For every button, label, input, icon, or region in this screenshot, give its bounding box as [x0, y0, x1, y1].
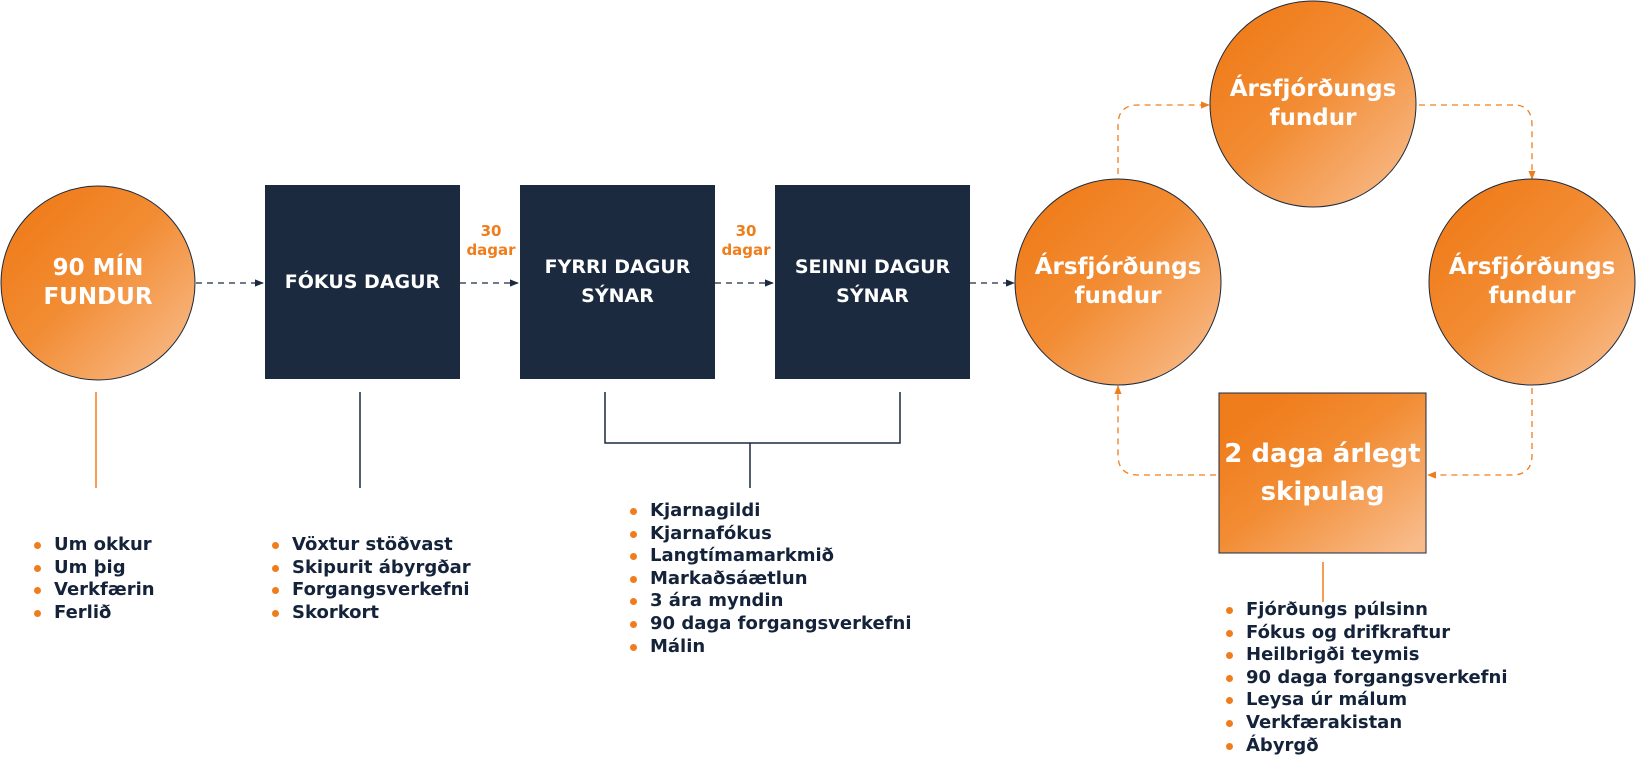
- list-item: Verkfærakistan: [1226, 712, 1508, 735]
- cycle-arrow-annual-to-left: [1114, 385, 1216, 476]
- label-line: FÓKUS DAGUR: [284, 270, 441, 293]
- list-item: Langtímamarkmið: [630, 545, 912, 568]
- label-quarterly-right: Ársfjórðungs fundur: [1429, 179, 1635, 385]
- label-line: SEINNI DAGUR: [794, 256, 951, 278]
- list-item: Kjarnafókus: [630, 523, 912, 546]
- list-item: Um þig: [34, 557, 155, 580]
- gap-label-30-days-1: 30 dagar: [461, 222, 521, 260]
- list-item: Skorkort: [272, 602, 471, 625]
- list-item: Vöxtur stöðvast: [272, 534, 471, 557]
- list-item: Markaðsáætlun: [630, 568, 912, 591]
- list-item: Fókus og drifkraftur: [1226, 622, 1508, 645]
- list-item: Kjarnagildi: [630, 500, 912, 523]
- label-line: Ársfjórðungs: [1034, 254, 1202, 280]
- cycle-arrow-top-to-right: [1419, 104, 1536, 180]
- label-line: fundur: [1074, 283, 1162, 309]
- label-line: Ársfjórðungs: [1229, 76, 1397, 102]
- label-line: Ársfjórðungs: [1448, 254, 1616, 280]
- label-vision-day-2: SEINNI DAGUR SÝNAR: [775, 185, 970, 379]
- label-quarterly-left: Ársfjórðungs fundur: [1015, 179, 1221, 385]
- list-item: 90 daga forgangsverkefni: [630, 613, 912, 636]
- list-item: Fjórðungs púlsinn: [1226, 599, 1508, 622]
- gap-unit: dagar: [721, 241, 771, 259]
- list-meeting-90: Um okkur Um þig Verkfærin Ferlið: [34, 534, 155, 624]
- label-line: 2 daga árlegt: [1224, 439, 1421, 469]
- circle-90-min-meeting: [0, 185, 196, 381]
- box-focus-day: [265, 185, 460, 379]
- list-vision-days: Kjarnagildi Kjarnafókus Langtímamarkmið …: [630, 500, 912, 658]
- list-item: Ferlið: [34, 602, 155, 625]
- list-item: Málin: [630, 636, 912, 659]
- label-line: SÝNAR: [581, 285, 654, 307]
- label-line: 90 MÍN: [52, 255, 144, 281]
- list-item: Ábyrgð: [1226, 735, 1508, 758]
- gap-number: 30: [480, 222, 502, 240]
- box-vision-day-1: [520, 185, 715, 379]
- label-line: FUNDUR: [43, 284, 153, 310]
- label-line: fundur: [1269, 105, 1357, 131]
- list-item: Skipurit ábyrgðar: [272, 557, 471, 580]
- list-item: 90 daga forgangsverkefni: [1226, 667, 1508, 690]
- label-line: FYRRI DAGUR: [544, 256, 691, 278]
- cycle-arrow-left-to-top: [1117, 101, 1210, 174]
- gap-unit: dagar: [466, 241, 516, 259]
- circle-quarterly-right: [1428, 178, 1636, 386]
- label-line: skipulag: [1260, 477, 1385, 507]
- cycle-arrow-right-to-annual: [1427, 388, 1533, 479]
- list-item: Forgangsverkefni: [272, 579, 471, 602]
- circle-quarterly-top: [1209, 0, 1417, 208]
- label-quarterly-top: Ársfjórðungs fundur: [1210, 1, 1416, 207]
- label-line: fundur: [1488, 283, 1576, 309]
- list-item: 3 ára myndin: [630, 590, 912, 613]
- label-annual-planning: 2 daga árlegt skipulag: [1219, 393, 1426, 553]
- list-quarterly: Fjórðungs púlsinn Fókus og drifkraftur H…: [1226, 599, 1508, 757]
- gap-label-30-days-2: 30 dagar: [716, 222, 776, 260]
- box-vision-day-2: [775, 185, 970, 379]
- bracket-vision-list: [604, 392, 901, 488]
- list-focus-day: Vöxtur stöðvast Skipurit ábyrgðar Forgan…: [272, 534, 471, 624]
- circle-quarterly-left: [1014, 178, 1222, 386]
- box-annual-planning: [1218, 392, 1427, 554]
- list-item: Leysa úr málum: [1226, 689, 1508, 712]
- label-line: SÝNAR: [836, 285, 909, 307]
- label-90-min-meeting: 90 MÍN FUNDUR: [1, 186, 195, 380]
- list-item: Verkfærin: [34, 579, 155, 602]
- list-item: Heilbrigði teymis: [1226, 644, 1508, 667]
- gap-number: 30: [735, 222, 757, 240]
- label-focus-day: FÓKUS DAGUR: [265, 185, 460, 379]
- label-vision-day-1: FYRRI DAGUR SÝNAR: [520, 185, 715, 379]
- list-item: Um okkur: [34, 534, 155, 557]
